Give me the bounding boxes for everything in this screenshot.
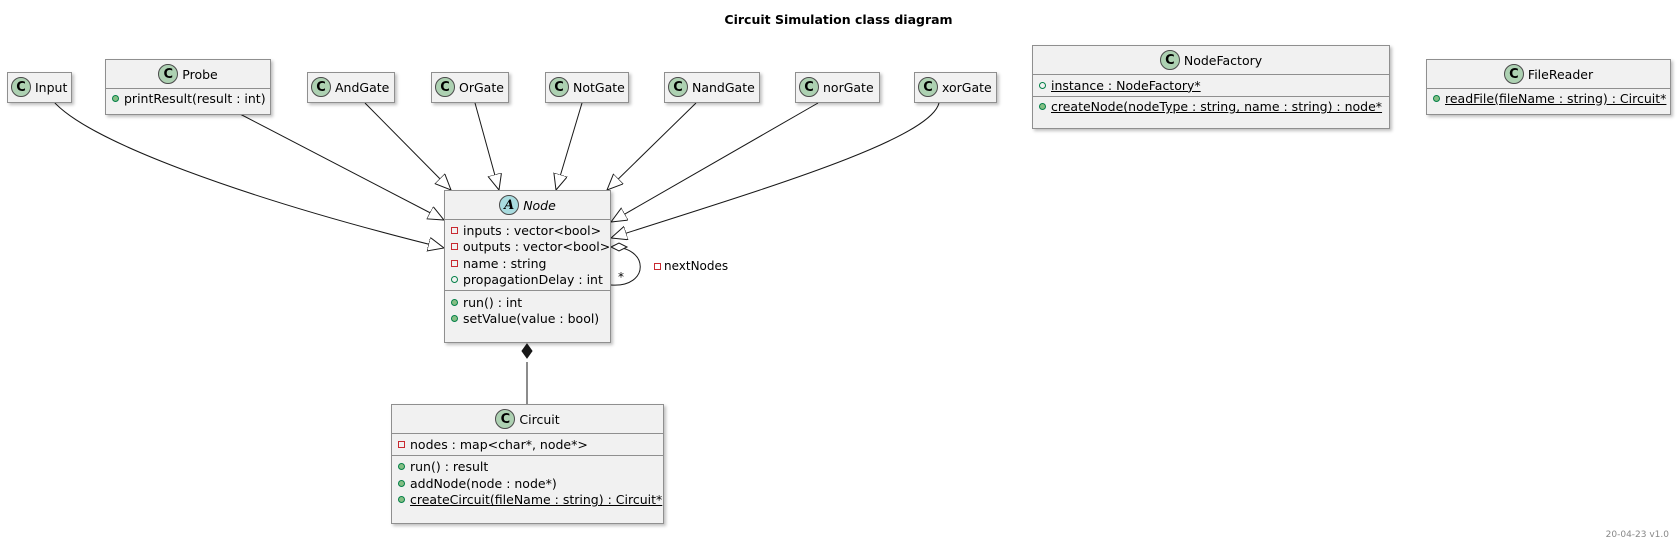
class-name: norGate [823,79,874,95]
method-row: printResult(result : int) [106,90,270,107]
class-name: NodeFactory [1183,52,1263,68]
class-name: OrGate [459,79,504,95]
method-row: addNode(node : node*) [392,475,663,492]
private-field-icon [398,440,405,448]
association-label-nextnodes: nextNodes [654,259,728,273]
class-name: NandGate [692,79,755,95]
class-name: Node [523,197,556,213]
class-badge-icon: C [668,77,688,97]
inherit-andgate-node [364,102,451,190]
inherit-norgate-node [611,102,819,222]
composition-diamond [521,343,533,359]
aggregation-diamond [609,242,629,252]
inherit-notgate-node [556,102,583,190]
public-method-icon [112,94,119,102]
class-name: FileReader [1527,66,1594,82]
field-row: outputs : vector<bool> [445,239,610,256]
class-badge-icon: C [435,77,455,97]
private-field-icon [654,262,661,270]
self-association-nextnodes [610,246,641,286]
inherit-nandgate-node [607,102,697,190]
method-row: createNode(nodeType : string, name : str… [1033,99,1389,116]
class-badge-icon: C [918,77,938,97]
public-method-icon [1433,94,1440,102]
class-name: AndGate [335,79,390,95]
public-method-icon [451,315,458,323]
inherit-input-node [49,96,444,248]
class-badge-icon: C [311,77,331,97]
class-name: Circuit [519,411,560,427]
private-field-icon [451,226,458,234]
class-name: Input [35,79,68,95]
class-badge-icon: C [799,77,819,97]
method-row: run() : result [392,459,663,476]
class-badge-icon: C [1503,64,1524,84]
class-badge-icon: C [1159,50,1180,70]
public-field-icon [451,276,458,284]
field-row: propagationDelay : int [445,272,610,289]
inherit-orgate-node [474,102,499,190]
class-badge-icon: C [549,77,569,97]
version-footer: 20-04-23 v1.0 [1605,530,1669,540]
multiplicity-label: * [618,270,624,284]
inherit-xorgate-node [611,102,940,238]
private-field-icon [451,243,458,251]
public-method-icon [451,298,458,306]
class-badge-icon: C [11,77,31,97]
public-method-icon [398,479,405,487]
field-row: nodes : map<char*, node*> [392,436,663,453]
class-name: xorGate [942,79,992,95]
class-name: NotGate [573,79,625,95]
class-name: Probe [182,66,218,82]
diagram-title: Circuit Simulation class diagram [724,12,953,27]
inherit-probe-node [239,113,444,220]
public-method-icon [1039,103,1046,111]
field-row: name : string [445,255,610,272]
public-method-icon [398,496,405,504]
field-row: instance : NodeFactory* [1033,77,1389,94]
public-field-icon [1039,81,1046,89]
field-row: inputs : vector<bool> [445,222,610,239]
private-field-icon [451,259,458,267]
public-method-icon [398,463,405,471]
method-row: createCircuit(fileName : string) : Circu… [392,492,663,509]
method-row: setValue(value : bool) [445,311,610,328]
class-badge-icon: C [158,64,179,84]
method-row: run() : int [445,294,610,311]
method-row: readFile(fileName : string) : Circuit* [1427,90,1670,107]
class-badge-icon: C [495,409,516,429]
abstract-badge-icon: A [499,195,520,215]
